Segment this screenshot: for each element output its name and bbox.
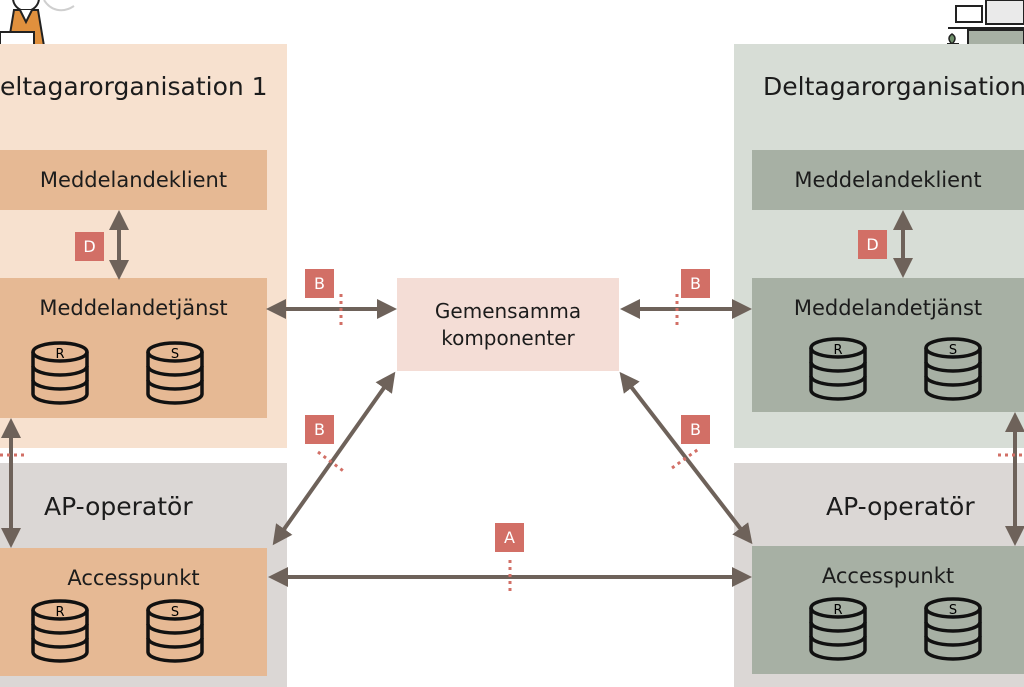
ap-left-label: Accesspunkt xyxy=(67,566,200,590)
db-label: S xyxy=(171,605,179,620)
org1-client-label: Meddelandeklient xyxy=(39,168,228,192)
badge-b-top-left: B xyxy=(305,269,334,298)
db-label: R xyxy=(833,343,842,358)
db-label: S xyxy=(949,343,957,358)
org1-service-box: Meddelandetjänst xyxy=(0,278,267,418)
org1-client-box: Meddelandeklient xyxy=(0,150,267,210)
common-components-box: Gemensamma komponenter xyxy=(397,278,619,371)
ap-left-title: AP-operatör xyxy=(44,492,193,521)
db-label: S xyxy=(171,347,179,362)
database-icon: S xyxy=(924,337,982,401)
badge-b-top-right: B xyxy=(681,269,710,298)
org2-client-label: Meddelandeklient xyxy=(794,168,982,192)
database-icon: R xyxy=(809,337,867,401)
common-components-line2: komponenter xyxy=(441,325,575,350)
database-icon: S xyxy=(146,599,204,663)
arrow-ap-left-common xyxy=(272,371,396,546)
org2-client-box: Meddelandeklient xyxy=(752,150,1024,210)
database-icon: R xyxy=(31,599,89,663)
ap-right-title: AP-operatör xyxy=(826,492,975,521)
database-icon: S xyxy=(146,341,204,405)
db-label: R xyxy=(833,603,842,618)
dotted-marker xyxy=(317,450,347,475)
db-label: R xyxy=(55,347,64,362)
org2-title: Deltagarorganisation xyxy=(763,72,1024,101)
db-label: S xyxy=(949,603,957,618)
org2-badge-d: D xyxy=(858,230,887,259)
person-illustration-icon xyxy=(0,0,75,46)
database-icon: R xyxy=(809,597,867,661)
database-icon: S xyxy=(924,597,982,661)
ap-left-box: Accesspunkt xyxy=(0,548,267,676)
org1-service-label: Meddelandetjänst xyxy=(39,296,228,320)
dotted-marker xyxy=(671,446,701,470)
common-components-line1: Gemensamma xyxy=(434,298,582,323)
arrow-common-ap-right xyxy=(619,371,753,545)
badge-a: A xyxy=(495,523,524,552)
org1-title: eltagarorganisation 1 xyxy=(0,72,268,101)
org1-badge-d: D xyxy=(75,232,104,261)
org2-service-label: Meddelandetjänst xyxy=(793,296,983,320)
database-icon: R xyxy=(31,341,89,405)
db-label: R xyxy=(55,605,64,620)
ap-right-label: Accesspunkt xyxy=(821,564,955,588)
